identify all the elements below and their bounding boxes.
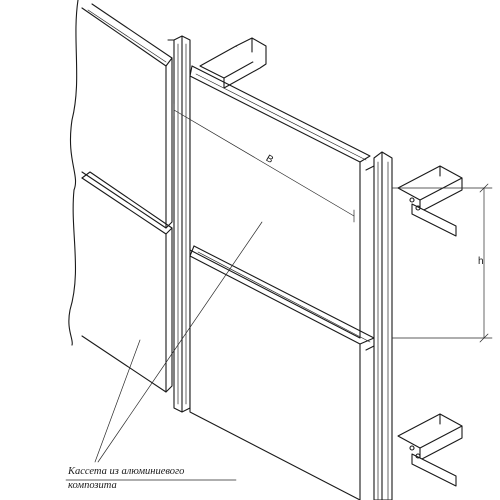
height-dimension xyxy=(391,183,493,343)
annotation-line-2: композита xyxy=(68,480,117,491)
height-dimension-label: h xyxy=(478,256,484,267)
lower-bracket xyxy=(397,413,463,487)
right-upper-panel xyxy=(189,65,371,339)
annotation-leaders xyxy=(65,221,263,481)
upper-bracket xyxy=(199,37,267,89)
right-lower-panel xyxy=(189,245,375,500)
left-upper-panel xyxy=(81,3,173,229)
annotation-line-1: Кассета из алюминиевого xyxy=(68,466,185,477)
left-lower-panel xyxy=(81,171,173,393)
width-dimension xyxy=(173,103,355,223)
right-guide-profile xyxy=(365,151,393,500)
middle-bracket xyxy=(397,165,463,237)
wall-break-line xyxy=(68,0,79,346)
left-guide-profile xyxy=(167,35,191,413)
